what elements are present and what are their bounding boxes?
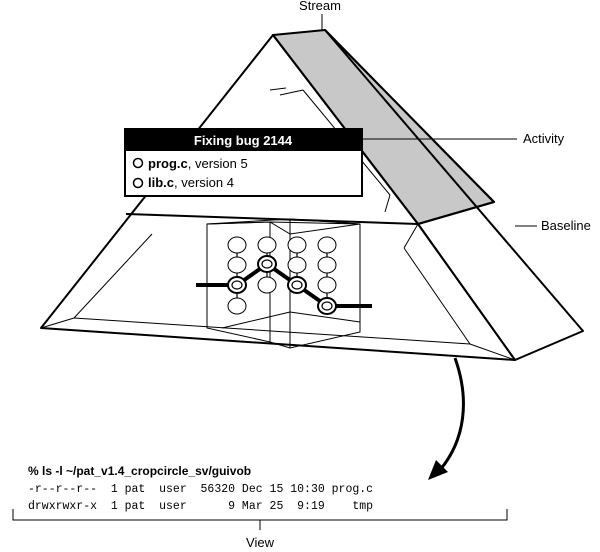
version-node [317,276,337,294]
activity-title: Fixing bug 2144 [194,133,293,148]
version-node [227,256,247,274]
cube-inner-line [221,311,291,329]
version-node [257,236,277,254]
inner-back-edge [269,87,287,91]
version-node [287,236,307,254]
baseline-inner-corner-a [40,317,75,329]
baseline-inner-frame [73,233,471,345]
baseline-label: Baseline [541,218,591,233]
version-nodes [227,236,337,315]
inner-right-top [279,89,304,96]
cube-inner-line-2 [289,311,361,323]
cube-right [269,221,361,349]
leader-lines [321,14,537,227]
version-node [227,297,247,315]
baseline-inner-corner-b [469,343,516,361]
version-node [287,256,307,274]
version-node [257,276,277,294]
view-row-1: -r--r--r-- 1 pat user 56320 Dec 15 10:30… [28,483,373,496]
baseline-inner-corner-c [403,223,419,249]
cube-top [206,218,361,235]
baseline-upper-edge [125,213,419,225]
view-arrow [438,357,465,471]
activity-label: Activity [523,131,565,146]
inner-right-edge [384,194,391,213]
version-node [317,236,337,254]
view-arrowhead-icon [428,460,448,480]
file-bullet-icon [132,177,144,189]
activity-version-nodes [227,255,337,315]
view-command: % ls -l ~/pat_v1.4_cropcircle_sv/guivob [28,464,251,478]
stream-label: Stream [299,0,341,13]
activity-item-1: prog.c, version 5 [148,156,248,171]
version-node [227,236,247,254]
view-label: View [246,535,275,550]
view-row-2: drwxrwxr-x 1 pat user 9 Mar 25 9:19 tmp [28,500,373,513]
version-node [317,256,337,274]
activity-change-path [196,262,372,308]
activity-box-header [125,129,362,151]
file-bullet-icon [132,157,144,169]
pyramid-right-face [324,29,584,361]
activity-box: Fixing bug 2144 prog.c, version 5 lib.c,… [124,128,363,197]
pyramid [40,29,584,361]
activity-item-2: lib.c, version 4 [148,175,234,190]
